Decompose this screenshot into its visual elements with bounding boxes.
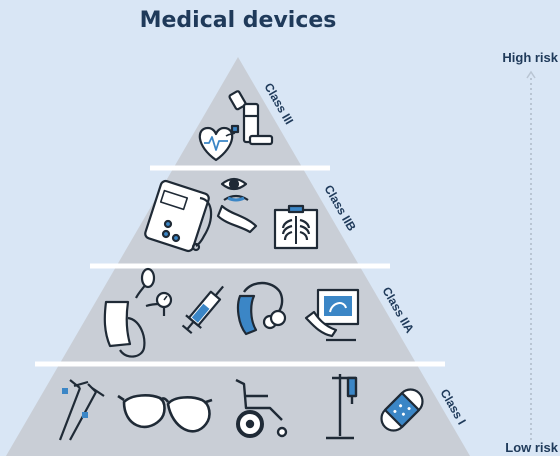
page-title: Medical devices <box>139 8 337 33</box>
risk-arrow <box>526 70 536 440</box>
heart-monitor-icon <box>198 124 240 162</box>
high-risk-label: High risk <box>502 50 558 65</box>
blood-pressure-cuff-icon <box>103 267 173 358</box>
iv-stand-icon <box>326 374 358 440</box>
pacemaker-icon <box>144 179 213 253</box>
crutches-icon <box>58 379 105 441</box>
ultrasound-icon <box>304 288 360 342</box>
bandage-icon <box>380 388 424 432</box>
inhaler-icon <box>228 90 274 146</box>
xray-icon <box>273 204 319 250</box>
low-risk-label: Low risk <box>505 440 558 455</box>
wheelchair-icon <box>235 378 288 438</box>
syringe-icon <box>181 285 224 335</box>
contact-lens-icon <box>216 177 258 234</box>
hearing-aid-icon <box>236 281 287 336</box>
pyramid-body <box>6 57 470 456</box>
glasses-icon <box>117 394 213 433</box>
